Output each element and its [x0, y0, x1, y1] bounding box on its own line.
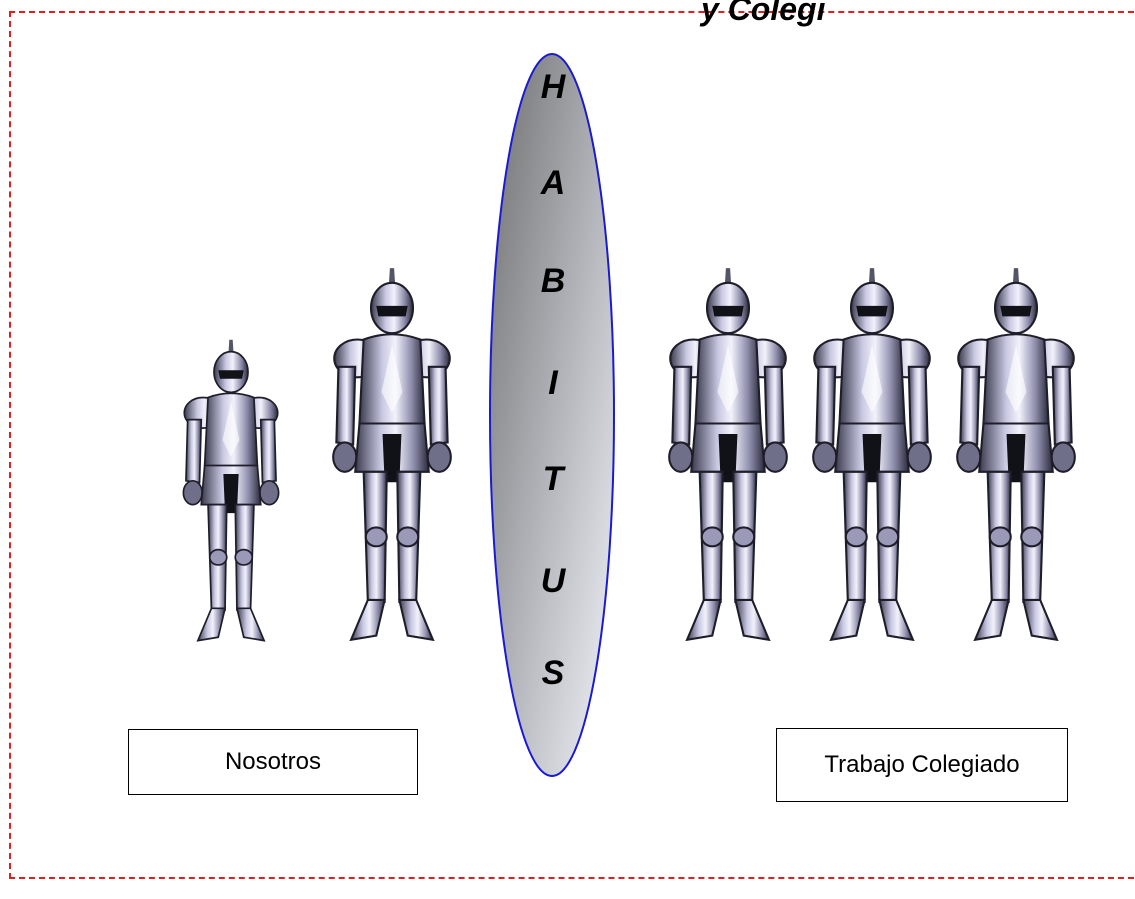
- label-nosotros: Nosotros: [224, 748, 322, 775]
- habitus-letter-u: U: [540, 562, 566, 600]
- knight-right-3: [956, 268, 1076, 642]
- habitus-letter-h: H: [540, 68, 566, 106]
- knight-armor-icon: [182, 339, 280, 642]
- knight-right-2: [812, 268, 932, 642]
- knight-armor-icon: [812, 268, 932, 642]
- knight-armor-icon: [956, 268, 1076, 642]
- habitus-letter-i: I: [548, 364, 558, 402]
- knight-small-left: [182, 339, 280, 642]
- diagram-frame: y Colegi: [9, 0, 1135, 879]
- habitus-letter-s: S: [541, 654, 565, 692]
- label-box-trabajo-colegiado: Trabajo Colegiado: [776, 728, 1068, 802]
- knight-right-1: [668, 268, 788, 642]
- habitus-ellipse: [489, 53, 615, 777]
- label-box-nosotros: Nosotros: [128, 729, 418, 795]
- habitus-letter-a: A: [540, 164, 566, 202]
- habitus-letter-t: T: [542, 460, 564, 498]
- habitus-letter-b: B: [540, 262, 566, 300]
- knight-armor-icon: [332, 268, 452, 642]
- label-trabajo-colegiado: Trabajo Colegiado: [824, 751, 1020, 778]
- knight-armor-icon: [668, 268, 788, 642]
- knight-large-left: [332, 268, 452, 642]
- title-fragment: y Colegi: [701, 0, 826, 27]
